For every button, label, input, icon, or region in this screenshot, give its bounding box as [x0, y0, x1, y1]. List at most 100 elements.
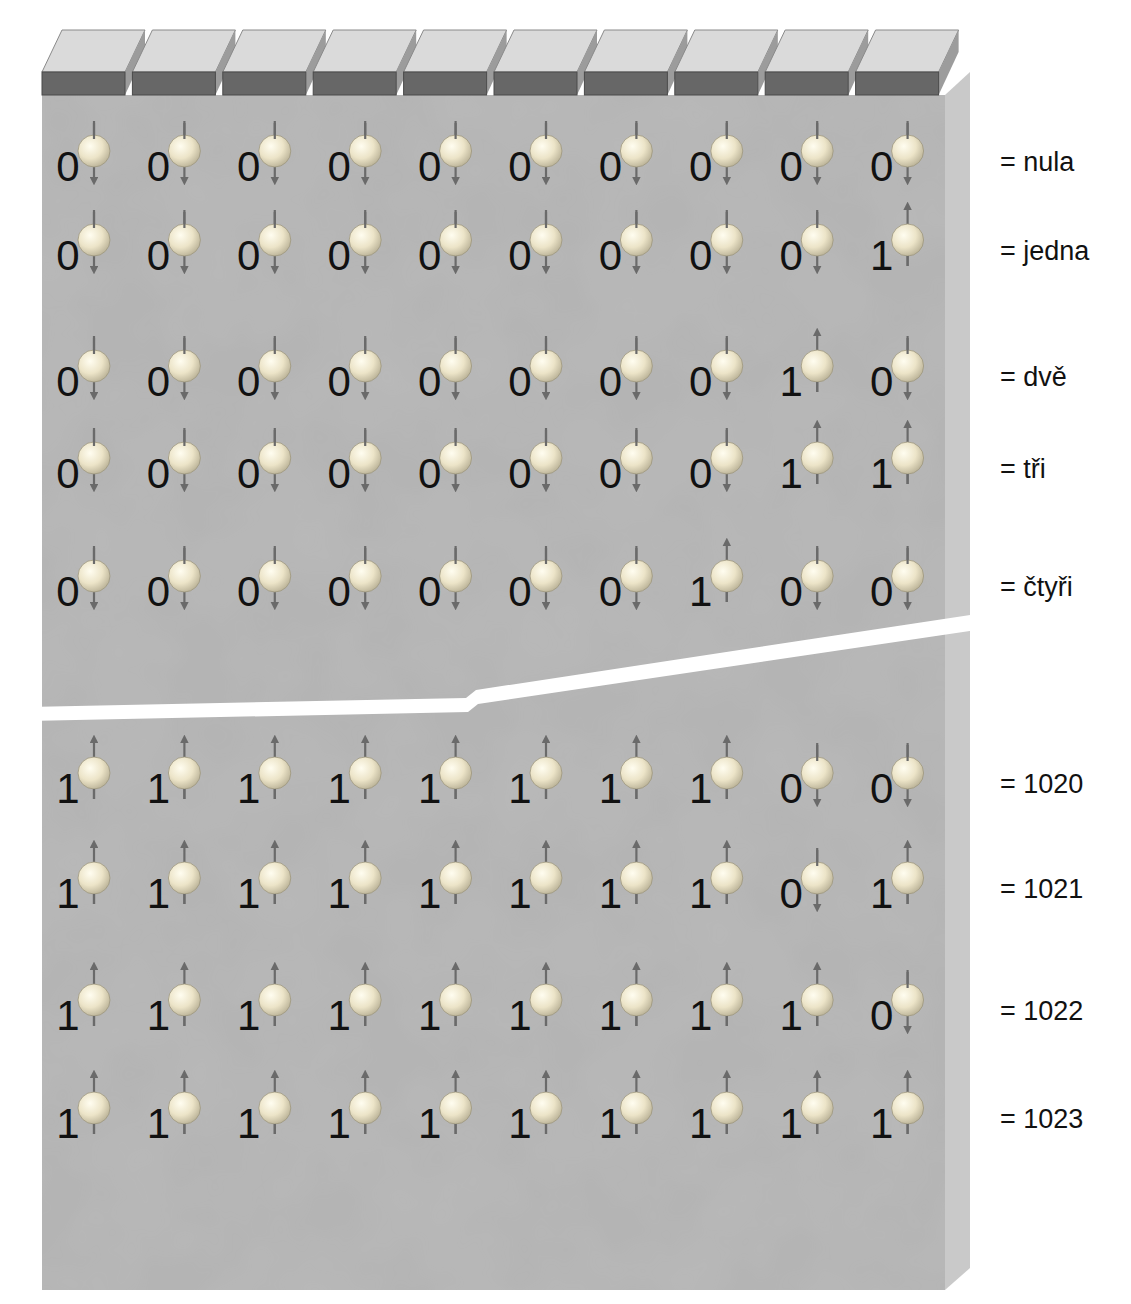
- spin-arrow-stub: [635, 1016, 637, 1026]
- spin-ball: [78, 428, 110, 488]
- bit-digit: 1: [147, 768, 170, 810]
- spin-arrow-stub: [183, 548, 185, 564]
- spin-sphere: [78, 1092, 110, 1124]
- spin-sphere: [349, 350, 381, 382]
- spin-arrow-stub: [726, 338, 728, 354]
- spin-sphere: [259, 224, 291, 256]
- spin-sphere: [530, 757, 562, 789]
- spin-arrow-stub: [183, 789, 185, 799]
- value-label: = nula: [1000, 148, 1074, 178]
- magnet-front: [132, 72, 215, 95]
- spin-sphere: [78, 984, 110, 1016]
- bit-digit: 1: [418, 768, 441, 810]
- spin-ball: [530, 121, 562, 181]
- spin-ball: [801, 848, 833, 908]
- bit-digit: 1: [418, 873, 441, 915]
- bit-digit: 0: [418, 571, 441, 613]
- magnet-block: [675, 30, 778, 95]
- spin-sphere: [440, 350, 472, 382]
- bit-digit: 1: [508, 1103, 531, 1145]
- spin-sphere: [711, 862, 743, 894]
- magnet-front: [675, 72, 758, 95]
- spin-sphere: [711, 350, 743, 382]
- bit-digit: 0: [780, 768, 803, 810]
- spin-arrow-stub: [183, 894, 185, 904]
- spin-arrow-stub: [545, 548, 547, 564]
- value-label: = 1022: [1000, 997, 1083, 1027]
- bit-digit: 0: [147, 235, 170, 277]
- spin-sphere: [892, 135, 924, 167]
- bit-digit: 0: [418, 235, 441, 277]
- bit-digit: 0: [780, 873, 803, 915]
- value-label: = jedna: [1000, 237, 1089, 267]
- bit-digit: 1: [56, 873, 79, 915]
- spin-ball: [440, 546, 472, 606]
- magnet-front: [223, 72, 306, 95]
- bit-digit: 0: [147, 146, 170, 188]
- spin-ball: [168, 546, 200, 606]
- spin-sphere: [530, 350, 562, 382]
- spin-sphere: [440, 560, 472, 592]
- spin-arrow-stub: [635, 338, 637, 354]
- bit-digit: 1: [780, 995, 803, 1037]
- spin-arrow-stub: [183, 123, 185, 139]
- spin-arrow-stub: [545, 338, 547, 354]
- spin-ball: [440, 121, 472, 181]
- bit-digit: 0: [237, 146, 260, 188]
- spin-sphere: [440, 1092, 472, 1124]
- bit-digit: 1: [237, 1103, 260, 1145]
- spin-ball: [168, 739, 200, 799]
- spin-ball: [349, 210, 381, 270]
- spin-ball: [892, 743, 924, 803]
- spin-arrow-stub: [364, 548, 366, 564]
- spin-arrow-stub: [726, 123, 728, 139]
- spin-ball: [259, 546, 291, 606]
- spin-sphere: [349, 560, 381, 592]
- spin-sphere: [259, 984, 291, 1016]
- spin-ball: [711, 210, 743, 270]
- spin-ball: [530, 1074, 562, 1134]
- magnet-block: [223, 30, 326, 95]
- spin-ball: [530, 336, 562, 396]
- bit-digit: 0: [418, 361, 441, 403]
- spin-ball: [440, 1074, 472, 1134]
- spin-ball: [530, 739, 562, 799]
- bit-digit: 1: [689, 768, 712, 810]
- spin-ball: [711, 966, 743, 1026]
- spin-ball: [259, 210, 291, 270]
- spin-ball: [440, 966, 472, 1026]
- spin-ball: [259, 1074, 291, 1134]
- bit-digit: 1: [237, 873, 260, 915]
- spin-sphere: [168, 224, 200, 256]
- spin-sphere: [440, 224, 472, 256]
- bit-digit: 1: [780, 1103, 803, 1145]
- value-label: = dvě: [1000, 363, 1067, 393]
- spin-ball: [892, 970, 924, 1030]
- spin-sphere: [168, 560, 200, 592]
- spin-sphere: [259, 862, 291, 894]
- spin-sphere: [620, 984, 652, 1016]
- spin-sphere: [711, 135, 743, 167]
- bit-digit: 1: [147, 995, 170, 1037]
- bit-digit: 0: [56, 361, 79, 403]
- spin-ball: [892, 546, 924, 606]
- spin-arrow-stub: [93, 123, 95, 139]
- spin-sphere: [349, 135, 381, 167]
- spin-ball: [530, 546, 562, 606]
- spin-sphere: [620, 862, 652, 894]
- bit-digit: 0: [237, 453, 260, 495]
- spin-sphere: [259, 350, 291, 382]
- spin-sphere: [78, 862, 110, 894]
- magnet-block: [42, 30, 145, 95]
- spin-ball: [620, 966, 652, 1026]
- bit-digit: 1: [689, 995, 712, 1037]
- spin-ball: [892, 844, 924, 904]
- bit-digit: 0: [780, 146, 803, 188]
- spin-ball: [530, 966, 562, 1026]
- spin-ball: [620, 336, 652, 396]
- bit-digit: 1: [237, 768, 260, 810]
- spin-arrow-stub: [816, 212, 818, 228]
- bit-digit: 0: [870, 571, 893, 613]
- spin-ball: [349, 428, 381, 488]
- spin-ball: [620, 546, 652, 606]
